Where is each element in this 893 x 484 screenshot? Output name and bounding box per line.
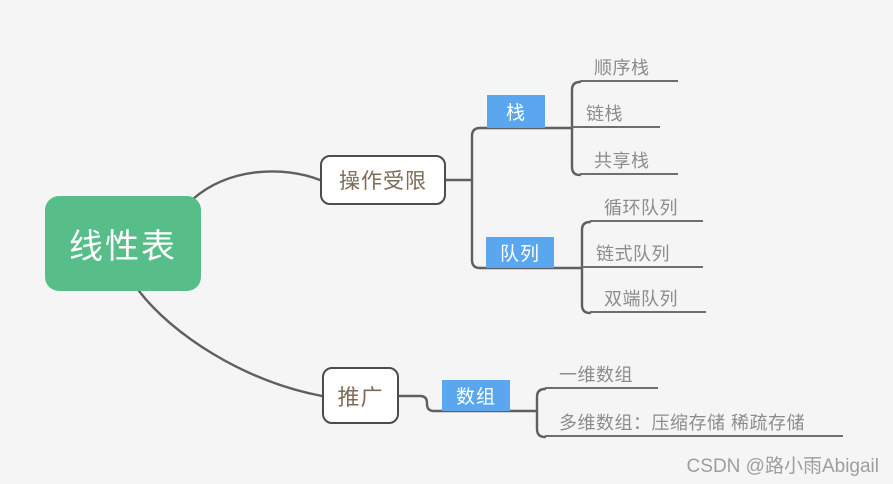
topic-stack[interactable]: 栈 xyxy=(487,95,545,128)
branch-operation-restricted[interactable]: 操作受限 xyxy=(320,155,446,205)
leaf-multi-dimensional-array[interactable]: 多维数组：压缩存储 稀疏存储 xyxy=(545,411,843,437)
topic-queue-label: 队列 xyxy=(499,244,540,265)
branch-extension-label: 推广 xyxy=(337,384,384,410)
connector-root-restricted xyxy=(191,170,322,201)
topic-queue[interactable]: 队列 xyxy=(486,237,554,268)
leaf-one-dimensional-array[interactable]: 一维数组 xyxy=(545,363,658,389)
leaf-sequential-stack[interactable]: 顺序栈 xyxy=(580,56,678,82)
topic-stack-label: 栈 xyxy=(505,103,526,124)
connector-root-extension xyxy=(137,289,324,398)
topic-array-label: 数组 xyxy=(455,387,496,408)
connector-array-bracket xyxy=(535,387,547,439)
root-topic-label: 线性表 xyxy=(69,228,177,266)
leaf-linked-queue[interactable]: 链式队列 xyxy=(582,242,703,268)
csdn-watermark: CSDN @路小雨Abigail xyxy=(686,456,879,477)
connector-stack-bracket xyxy=(570,80,582,177)
leaf-deque[interactable]: 双端队列 xyxy=(590,287,706,313)
branch-extension[interactable]: 推广 xyxy=(322,367,399,424)
leaf-circular-queue[interactable]: 循环队列 xyxy=(590,196,703,222)
root-topic-linear-list[interactable]: 线性表 xyxy=(45,196,201,291)
leaf-shared-stack[interactable]: 共享栈 xyxy=(580,149,678,175)
leaf-linked-stack[interactable]: 链栈 xyxy=(572,102,660,128)
topic-array[interactable]: 数组 xyxy=(442,380,510,411)
branch-operation-restricted-label: 操作受限 xyxy=(339,170,427,193)
connector-restricted-trunk xyxy=(470,126,482,270)
